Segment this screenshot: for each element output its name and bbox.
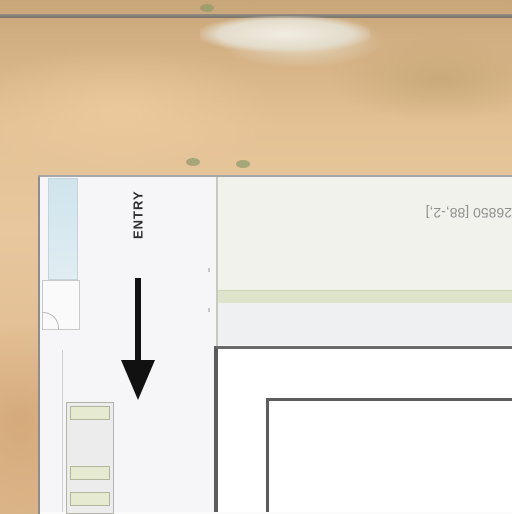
stair-tread	[70, 492, 110, 506]
shrub	[186, 158, 200, 166]
plan-reference-label: 26850 [88,-2,]	[425, 205, 512, 221]
wall-marker	[208, 268, 210, 272]
shrub	[200, 4, 214, 12]
main-room-inner	[266, 398, 512, 512]
shrub	[236, 160, 250, 168]
wall-marker	[208, 308, 210, 312]
entry-label: ENTRY	[130, 190, 146, 240]
arrow-down-icon	[121, 278, 155, 400]
annex-room	[218, 177, 512, 292]
gravel-patch	[200, 16, 370, 52]
water-feature	[48, 178, 78, 280]
stair-tread	[70, 466, 110, 480]
annex-corridor	[218, 303, 512, 345]
stair-outline	[62, 350, 115, 512]
annex-wall-strip	[218, 290, 512, 304]
stair-tread	[70, 406, 110, 420]
